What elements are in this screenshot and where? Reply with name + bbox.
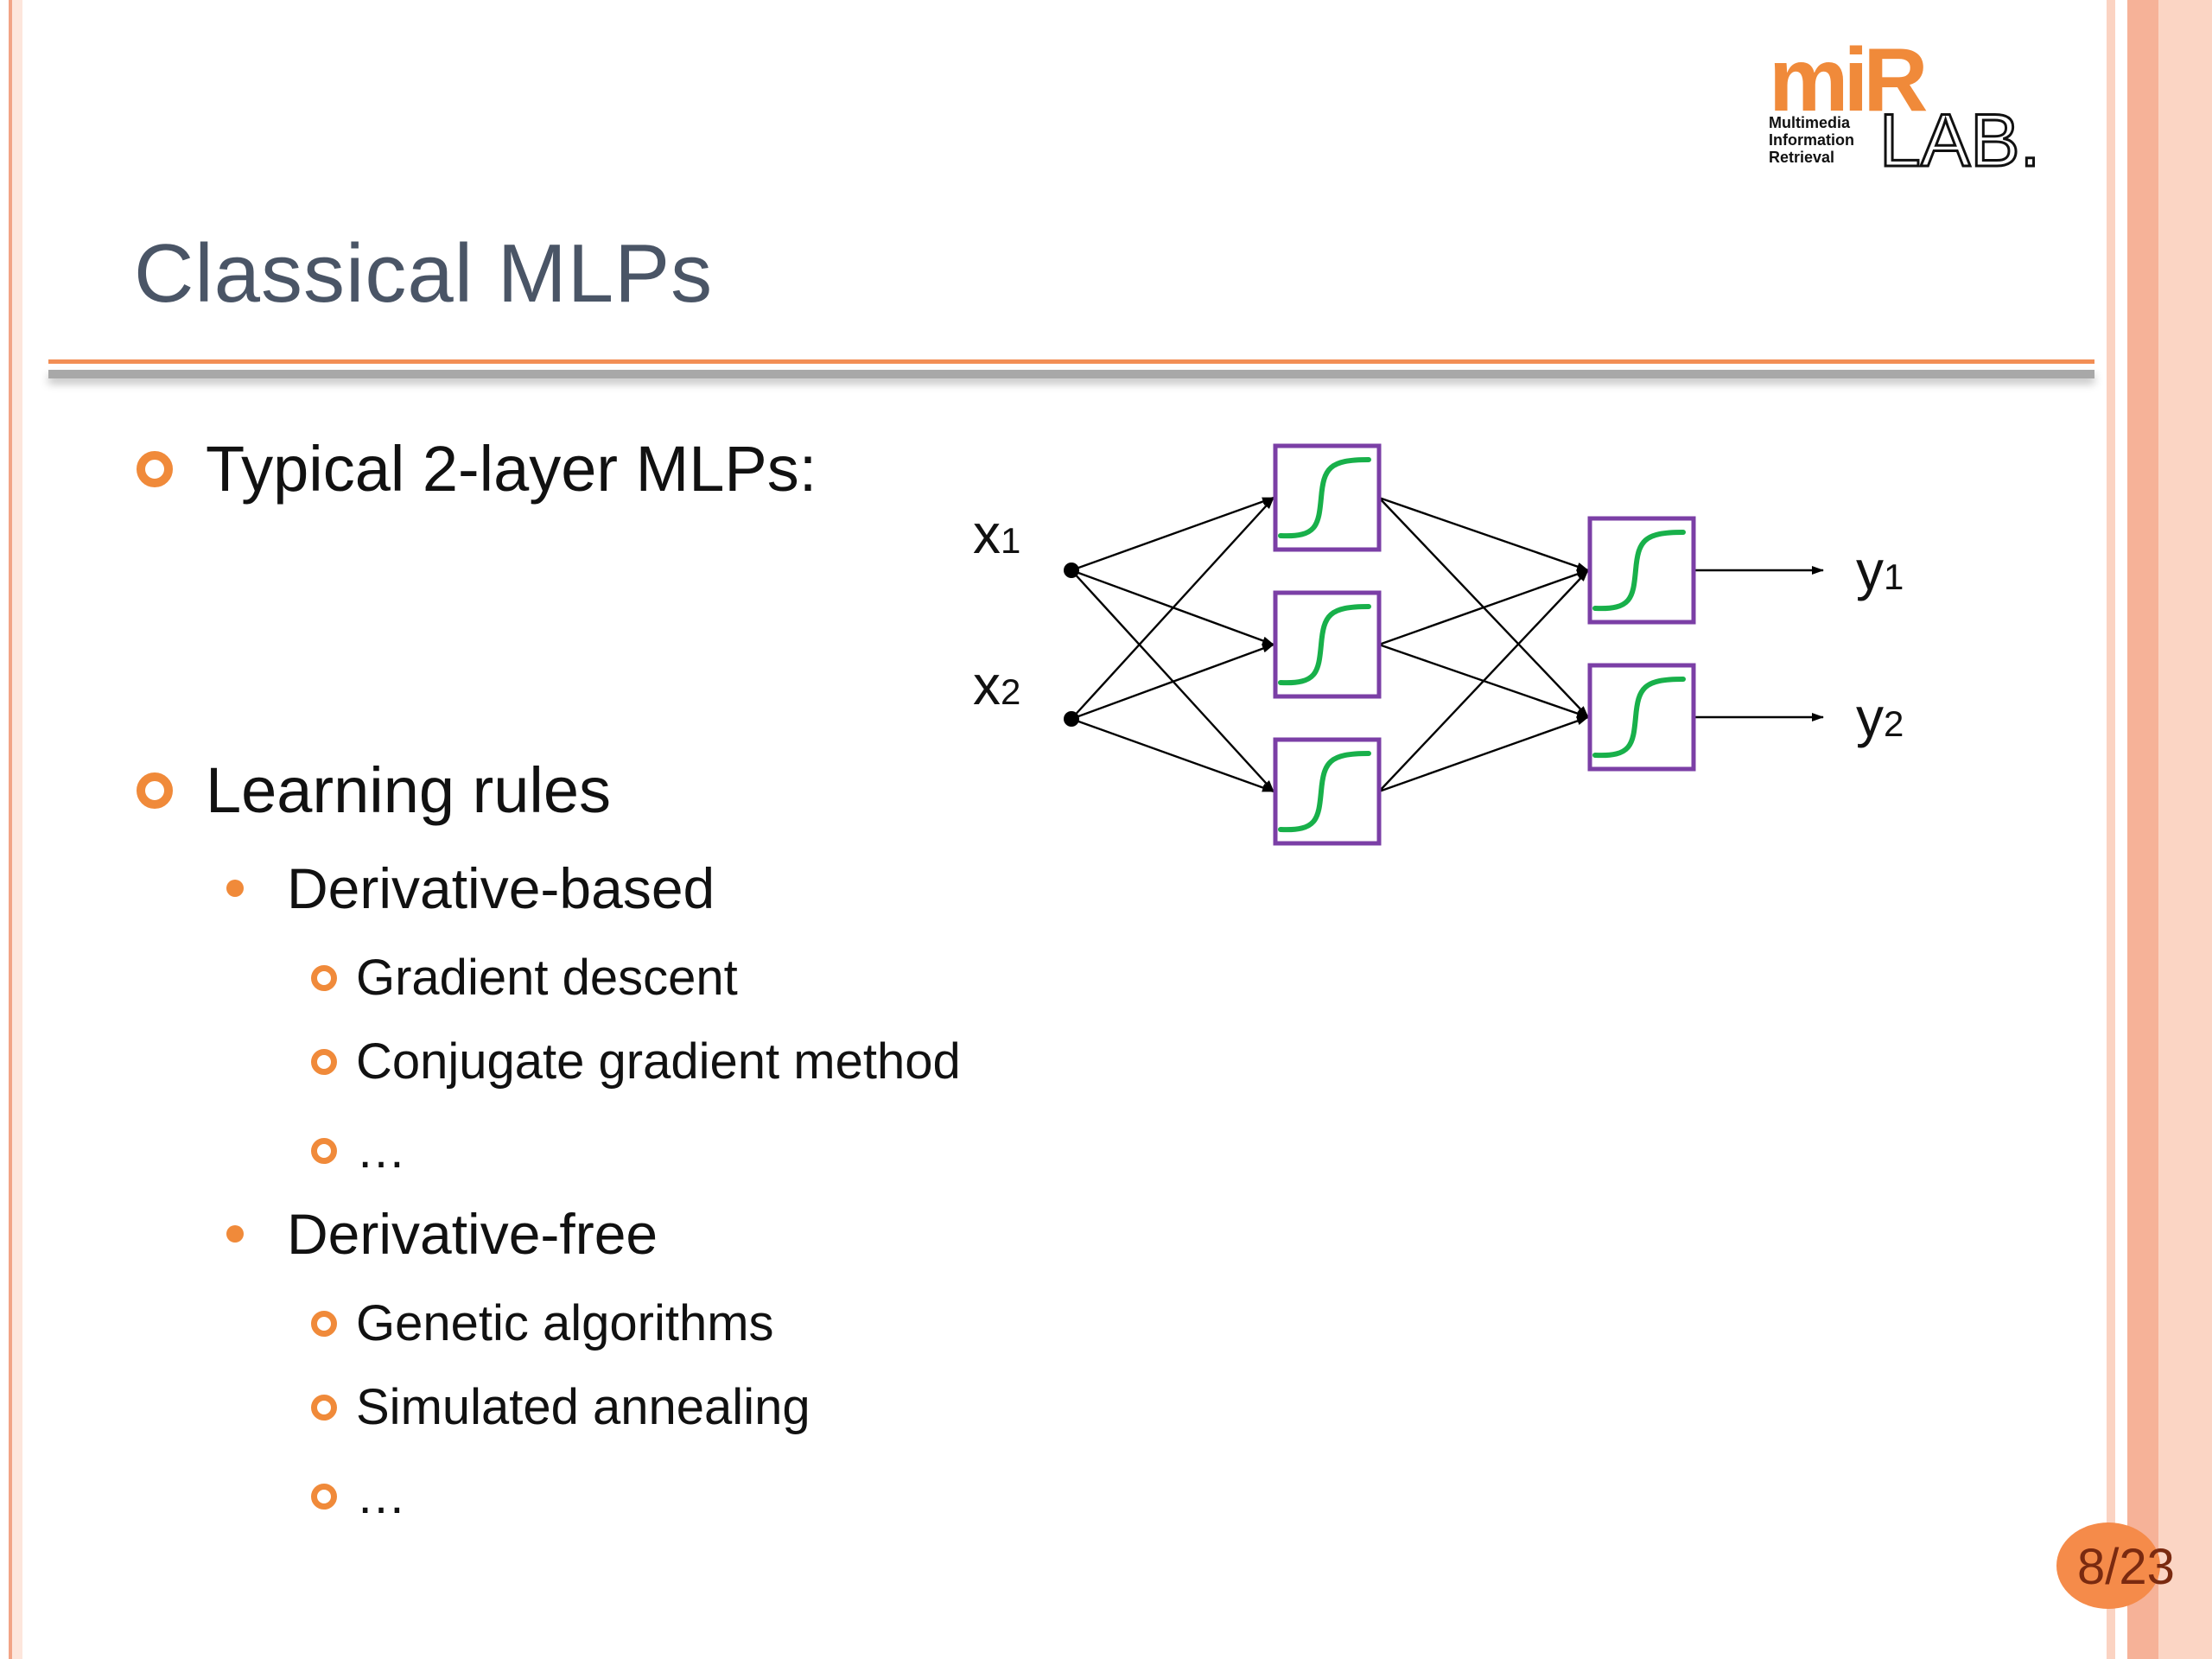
output-label-y1: y1: [1856, 539, 1904, 601]
sigmoid-curve-icon: [1592, 530, 1686, 612]
logo-brand-top: miR: [1769, 40, 1926, 130]
page-number: 8/23: [2077, 1539, 2175, 1595]
title-underline: [48, 359, 2094, 364]
ring-bullet-icon: [311, 1048, 337, 1075]
mlp-diagram: x1 x2 y1 y2: [973, 443, 1904, 846]
logo-subtitle-3: Retrieval: [1769, 149, 1834, 166]
mirlab-logo: miR LAB. Multimedia Information Retrieva…: [1769, 40, 2042, 169]
input-label-x2: x2: [973, 654, 1020, 716]
slide-title: Classical MLPs: [134, 227, 714, 320]
hidden-neuron: [1273, 443, 1382, 552]
bullet-text: Learning rules: [206, 754, 611, 826]
output-neuron: [1587, 516, 1696, 625]
slide-border-left: [0, 0, 22, 1659]
ring-bullet-icon: [137, 772, 173, 809]
ring-bullet-icon: [137, 450, 173, 487]
connection-arrow: [1071, 717, 1274, 793]
connection-arrow: [1378, 569, 1589, 792]
hidden-neuron: [1273, 590, 1382, 699]
sigmoid-curve-icon: [1278, 604, 1371, 686]
bullet-typical-mlps: Typical 2-layer MLPs:: [137, 432, 817, 505]
output-label-y2: y2: [1856, 686, 1904, 748]
connection-arrow: [1378, 496, 1589, 572]
logo-subtitle-2: Information: [1769, 131, 1854, 149]
list-item-text: …: [356, 1468, 406, 1524]
logo-brand-bottom: LAB.: [1879, 99, 2040, 169]
list-item: …: [311, 1122, 406, 1179]
list-item: …: [311, 1467, 406, 1525]
list-item-text: Genetic algorithms: [356, 1295, 774, 1351]
input-label-x1: x1: [973, 503, 1020, 565]
label-layer: x1 x2 y1 y2: [973, 503, 1904, 748]
bullet-learning-rules: Learning rules: [137, 753, 611, 827]
connection-arrow: [1071, 643, 1274, 721]
input-node: [1064, 563, 1079, 578]
sigmoid-curve-icon: [1278, 457, 1371, 539]
input-node: [1064, 711, 1079, 727]
list-item: Gradient descent: [311, 949, 738, 1007]
connection-layer: [1071, 496, 1824, 793]
list-item-text: …: [356, 1122, 406, 1179]
output-neuron: [1587, 663, 1696, 772]
ring-bullet-icon: [311, 1483, 337, 1510]
list-item: Simulated annealing: [311, 1378, 810, 1436]
sigmoid-curve-icon: [1278, 751, 1371, 833]
dot-bullet-icon: [226, 1225, 244, 1243]
connection-arrow: [1378, 569, 1589, 646]
list-item-text: Conjugate gradient method: [356, 1033, 961, 1090]
slide-border-right: [2107, 0, 2212, 1659]
list-item-text: Simulated annealing: [356, 1379, 810, 1435]
logo-subtitle-1: Multimedia: [1769, 114, 1851, 131]
sub-bullet-derivative-based: Derivative-based: [226, 855, 715, 921]
node-layer: [1064, 443, 1696, 846]
bullet-text: Typical 2-layer MLPs:: [206, 433, 817, 505]
list-item-text: Gradient descent: [356, 950, 738, 1006]
title-underline-shadow: [48, 370, 2094, 378]
ring-bullet-icon: [311, 1310, 337, 1337]
sub-bullet-derivative-free: Derivative-free: [226, 1201, 658, 1267]
connection-arrow: [1071, 497, 1274, 720]
sigmoid-curve-icon: [1592, 677, 1686, 759]
list-item: Conjugate gradient method: [311, 1033, 961, 1090]
list-item: Genetic algorithms: [311, 1294, 774, 1352]
ring-bullet-icon: [311, 1394, 337, 1421]
sub-bullet-text: Derivative-based: [287, 856, 715, 920]
dot-bullet-icon: [226, 880, 244, 897]
connection-arrow: [1071, 496, 1274, 572]
connection-arrow: [1378, 715, 1589, 793]
sub-bullet-text: Derivative-free: [287, 1202, 658, 1266]
hidden-neuron: [1273, 737, 1382, 846]
page-number-badge: [2056, 1522, 2160, 1609]
ring-bullet-icon: [311, 1137, 337, 1164]
ring-bullet-icon: [311, 964, 337, 991]
